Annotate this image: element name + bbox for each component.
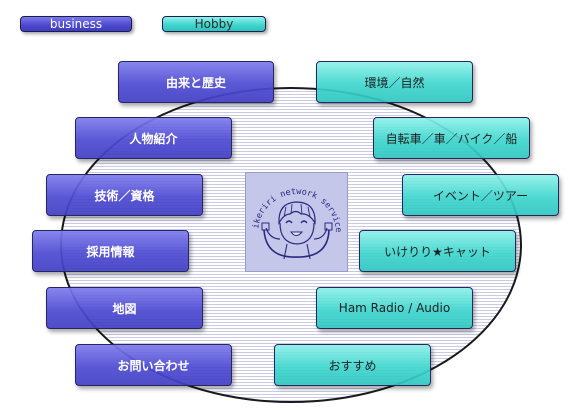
legend-hobby: Hobby: [162, 16, 266, 32]
nav-recruit-button[interactable]: 採用情報: [32, 230, 189, 272]
nav-contact-button[interactable]: お問い合わせ: [75, 344, 232, 386]
nav-history-button[interactable]: 由来と歴史: [118, 61, 274, 103]
nav-cat-button[interactable]: いけりり★キャット: [359, 230, 516, 272]
nav-map-button[interactable]: 地図: [46, 287, 203, 329]
nav-recommend-button[interactable]: おすすめ: [274, 344, 431, 386]
logo-text: ikeriri network service: [251, 187, 343, 233]
nav-people-button[interactable]: 人物紹介: [75, 117, 232, 159]
nav-vehicles-button[interactable]: 自転車／車／バイク／船: [373, 117, 530, 159]
legend-business: business: [20, 16, 132, 32]
site-logo[interactable]: ikeriri network service: [245, 172, 348, 272]
nav-skills-button[interactable]: 技術／資格: [46, 174, 203, 216]
nav-ham-audio-button[interactable]: Ham Radio / Audio: [316, 287, 473, 329]
nav-nature-button[interactable]: 環境／自然: [316, 61, 473, 103]
logo-illustration: ikeriri network service: [251, 187, 343, 260]
nav-events-button[interactable]: イベント／ツアー: [402, 174, 559, 216]
